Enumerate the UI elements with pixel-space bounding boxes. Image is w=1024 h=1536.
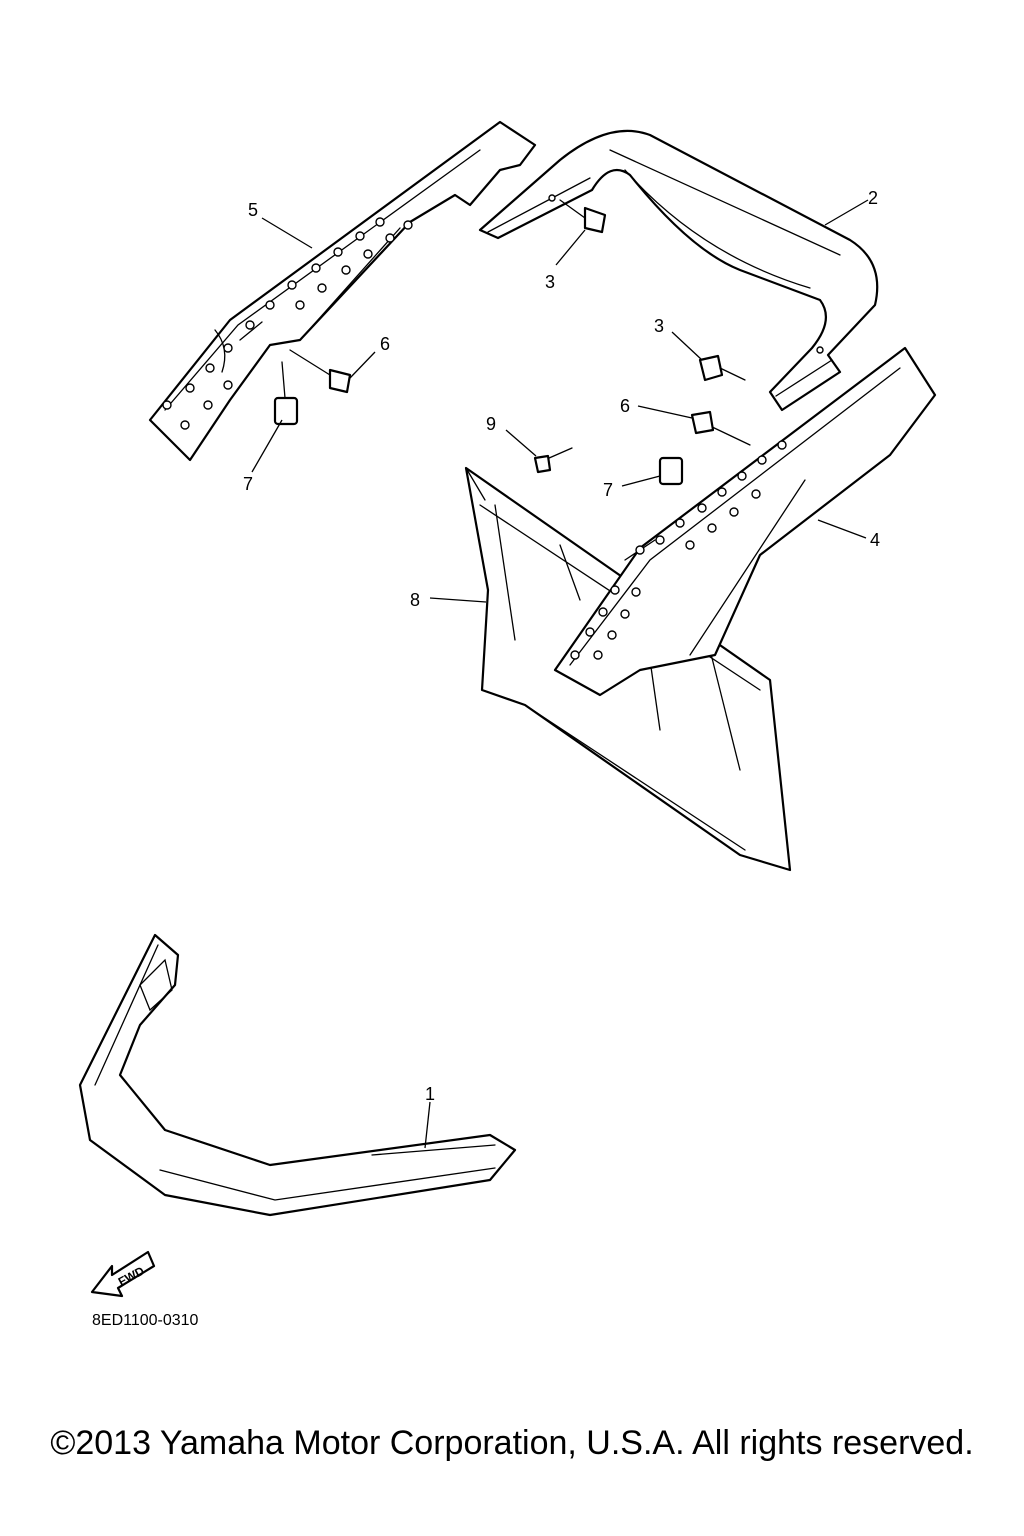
right-footrest-board [553,346,937,697]
bolt-left-board [289,349,352,394]
callout-4: 4 [870,530,880,550]
callout-8: 8 [410,590,420,610]
bolt-right [698,354,746,382]
callout-7-right: 7 [603,480,613,500]
bolt-right-board [690,410,751,446]
clip-left [273,361,299,426]
copyright-notice: ©2013 Yamaha Motor Corporation, U.S.A. A… [50,1424,974,1462]
left-footrest-board [148,120,537,462]
callout-3-right: 3 [654,316,664,336]
front-bumper [78,933,517,1217]
callout-7-left: 7 [243,474,253,494]
clip-right [658,456,684,486]
callout-2: 2 [868,188,878,208]
grab-bar-frame [478,129,879,412]
leader-lines [251,199,869,1149]
callout-5: 5 [248,200,258,220]
diagram-code: 8ED1100-0310 [92,1312,199,1329]
callout-9: 9 [486,414,496,434]
bolt-upper [559,199,607,234]
callout-6-left: 6 [380,334,390,354]
rivet [533,447,573,474]
fwd-arrow-icon: FWD [90,1250,156,1298]
callout-3-upper: 3 [545,272,555,292]
callout-6-right: 6 [620,396,630,416]
callout-1: 1 [425,1084,435,1104]
